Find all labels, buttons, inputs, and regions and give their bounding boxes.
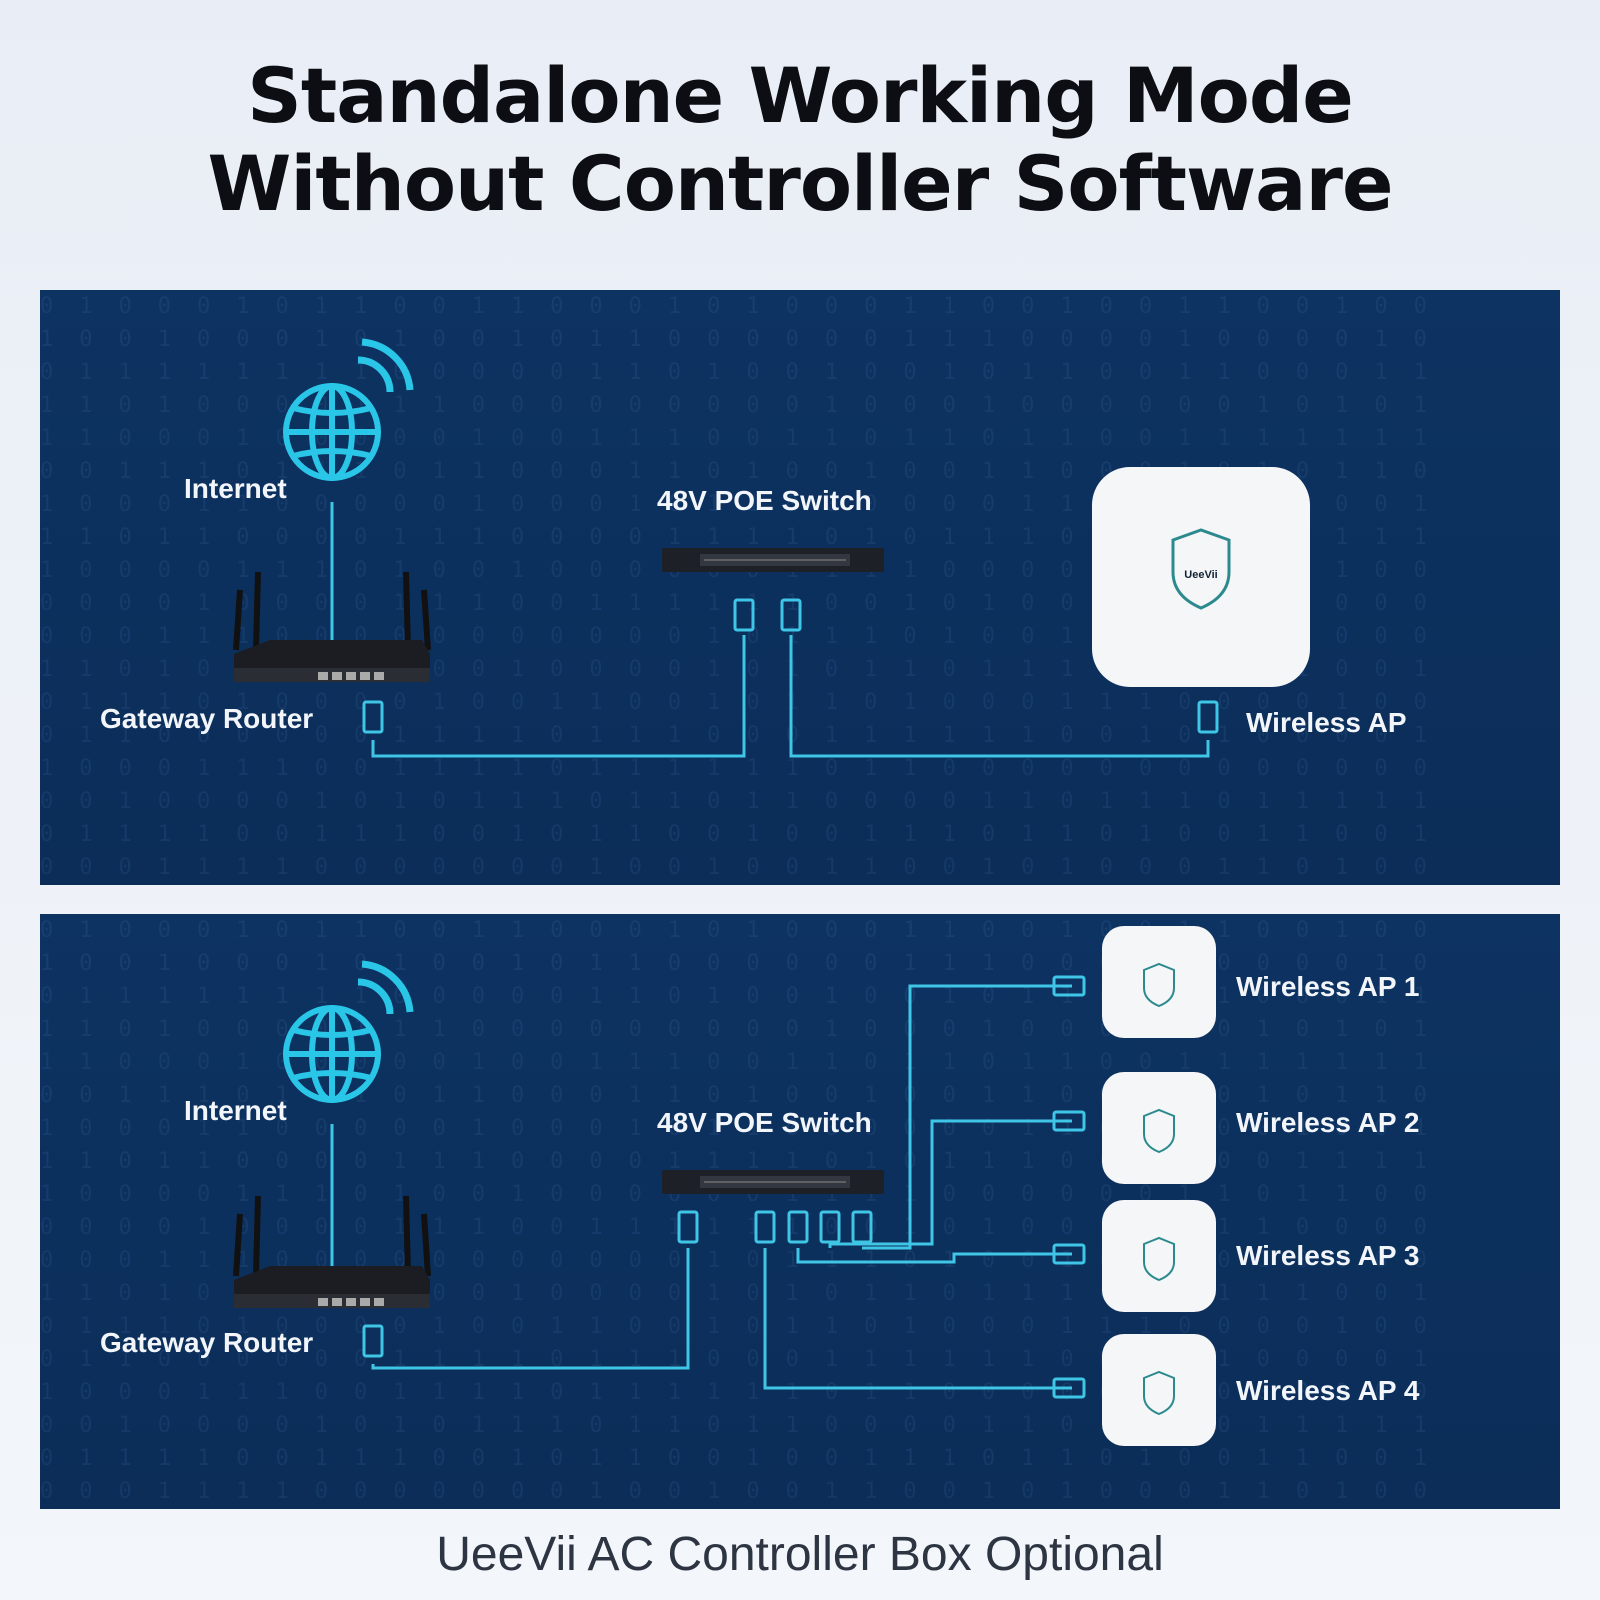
router-label: Gateway Router xyxy=(100,703,314,734)
ap-label: Wireless AP xyxy=(1246,707,1407,738)
internet-globe-icon xyxy=(283,338,414,481)
ethernet-plug-icon xyxy=(362,975,1086,1399)
switch-label: 48V POE Switch xyxy=(657,1107,872,1138)
footer-caption: UeeVii AC Controller Box Optional xyxy=(436,1528,1164,1581)
internet-label: Internet xyxy=(184,473,287,504)
ap-2-label: Wireless AP 2 xyxy=(1236,1107,1420,1138)
gateway-router-icon xyxy=(233,571,431,682)
diagram-multi-ap: 010001011001100010100011001001100100 100… xyxy=(40,914,1560,1509)
internet-label: Internet xyxy=(184,1095,287,1126)
diagram-single-ap: 010001011001100010100011001001100100 100… xyxy=(40,290,1560,885)
gateway-router-icon xyxy=(233,1195,431,1308)
ap-logo: UeeVii xyxy=(1184,569,1217,581)
wireless-ap-icon: UeeVii xyxy=(1092,467,1310,687)
poe-switch-icon xyxy=(662,1170,884,1194)
router-label: Gateway Router xyxy=(100,1327,314,1358)
wireless-ap-3-icon xyxy=(1102,1200,1216,1312)
poe-switch-icon xyxy=(662,548,884,572)
ethernet-cables xyxy=(371,984,1072,1390)
wireless-ap-2-icon xyxy=(1102,1072,1216,1184)
title-line-2: Without Controller Software xyxy=(207,139,1394,228)
binary-background: 010001011001100010100011001001100100 100… xyxy=(40,294,1453,880)
ap-1-label: Wireless AP 1 xyxy=(1236,971,1420,1002)
ethernet-cables xyxy=(371,635,1210,758)
ap-3-label: Wireless AP 3 xyxy=(1236,1240,1420,1271)
wireless-ap-4-icon xyxy=(1102,1334,1216,1446)
ap-4-label: Wireless AP 4 xyxy=(1236,1375,1420,1406)
title-line-1: Standalone Working Mode xyxy=(247,51,1354,140)
page-title: Standalone Working Mode Without Controll… xyxy=(0,52,1600,228)
ethernet-plug-icon xyxy=(362,598,1219,734)
switch-label: 48V POE Switch xyxy=(657,485,872,516)
internet-globe-icon xyxy=(283,960,414,1103)
wireless-ap-1-icon xyxy=(1102,926,1216,1038)
